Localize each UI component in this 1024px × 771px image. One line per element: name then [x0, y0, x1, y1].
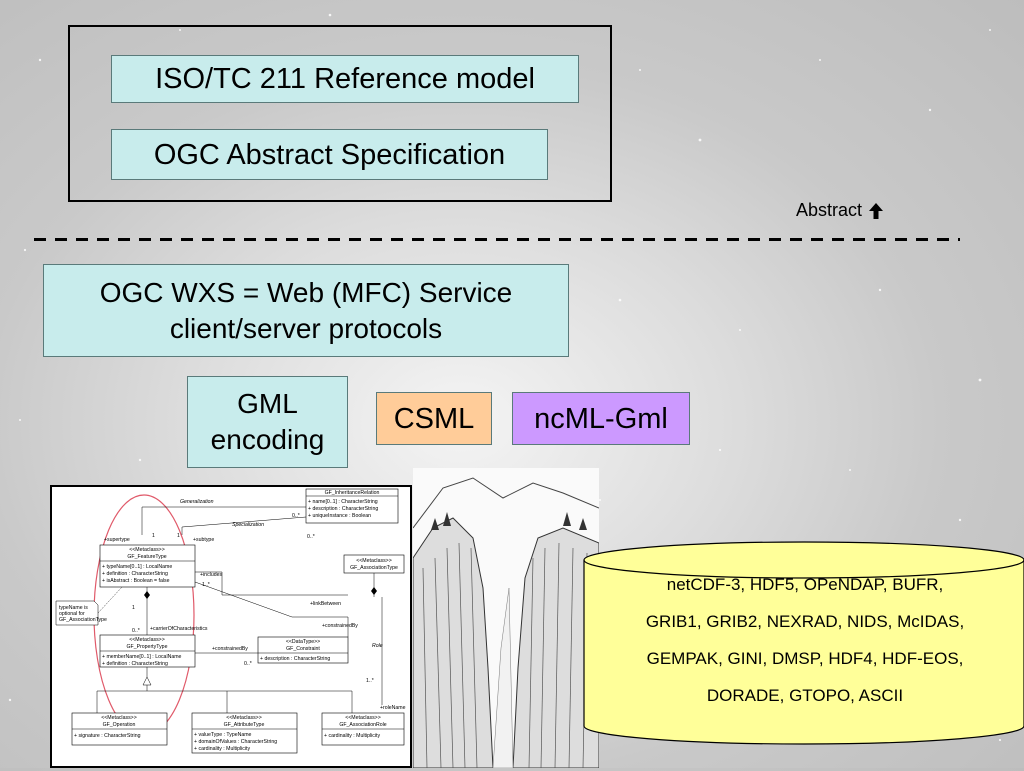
- csml-box: CSML: [376, 392, 492, 445]
- abstraction-divider: [34, 238, 960, 241]
- ar-attr-1: + cardinality : Multiplicity: [324, 733, 380, 739]
- mult-1c: 1: [132, 605, 135, 611]
- formats-line-3: GEMPAK, GINI, DMSP, HDF4, HDF-EOS,: [646, 649, 964, 668]
- generalization-label: Generalization: [180, 499, 214, 505]
- constrained-by-a: +constrainedBy: [322, 623, 358, 629]
- constraint-attr-1: + description : CharacterString: [260, 656, 330, 662]
- constrained-by-b: +constrainedBy: [212, 646, 248, 652]
- role-name-label: +roleName: [380, 705, 406, 711]
- data-formats-text: netCDF-3, HDF5, OPeNDAP, BUFR, GRIB1, GR…: [582, 550, 1024, 730]
- op-title: GF_Operation: [103, 722, 136, 728]
- mult-0n-c: 0..*: [132, 628, 140, 634]
- includes-label: +includes: [200, 572, 222, 578]
- ogc-abstract-spec-box: OGC Abstract Specification: [111, 129, 548, 180]
- uml-note: typeName is optional for GF_AssociationT…: [55, 600, 107, 626]
- feature-attr-2: + definition : CharacterString: [102, 571, 168, 577]
- highlight-ellipse: [93, 494, 195, 736]
- ar-title: GF_AssociationRole: [339, 722, 386, 728]
- mult-1a: 1: [152, 533, 155, 539]
- uml-diagram-drawing: GF_InheritanceRelation + name[0..1] : Ch…: [55, 488, 406, 754]
- gml-line-1: GML: [237, 388, 298, 419]
- csml-label: CSML: [393, 402, 475, 435]
- inheritance-attr-2: + description : CharacterString: [308, 506, 378, 512]
- abstract-indicator: Abstract: [796, 200, 884, 221]
- carrier-label: +carrierOfCharacteristics: [150, 626, 208, 632]
- uml-class-property-type: <<Metaclass>> GF_PropertyType + memberNa…: [99, 634, 196, 668]
- prop-attr-2: + definition : CharacterString: [102, 661, 168, 667]
- subtype-label: +subtype: [193, 537, 214, 543]
- mult-0n-d: 0..*: [244, 661, 252, 667]
- supertype-label: +supertype: [104, 537, 130, 543]
- op-attr-1: + signature : CharacterString: [74, 733, 141, 739]
- feature-title: GF_FeatureType: [127, 554, 166, 560]
- attr-attr-2: + domainOfValues : CharacterString: [194, 739, 277, 745]
- mult-1n: 1..*: [202, 582, 210, 588]
- uml-class-association-role: <<Metaclass>> GF_AssociationRole + cardi…: [321, 712, 405, 746]
- reference-models-frame: [68, 25, 612, 202]
- mult-1b: 1: [177, 533, 180, 539]
- ogc-wxs-box: OGC WXS = Web (MFC) Service client/serve…: [43, 264, 569, 357]
- gml-line-2: encoding: [210, 424, 325, 455]
- note-line-3: GF_AssociationType: [59, 617, 107, 623]
- attr-attr-3: + cardinality : Multiplicity: [194, 746, 250, 752]
- inheritance-attr-1: + name[0..1] : CharacterString: [308, 499, 378, 505]
- attr-stereotype: <<Metaclass>>: [226, 715, 261, 721]
- attr-title: GF_AttributeType: [224, 722, 265, 728]
- mult-0n-b: 0..*: [307, 534, 315, 540]
- inheritance-title: GF_InheritanceRelation: [325, 490, 380, 496]
- mult-0n-a: 0..*: [292, 513, 300, 519]
- wxs-line-2: client/server protocols: [169, 312, 443, 344]
- note-line-2: optional for: [59, 611, 85, 617]
- ncml-gml-box: ncML-Gml: [512, 392, 690, 445]
- wxs-line-1: OGC WXS = Web (MFC) Service: [99, 276, 513, 308]
- assoc-stereotype: <<Metaclass>>: [356, 558, 391, 564]
- constraint-title: GF_Constraint: [286, 646, 320, 652]
- mult-1n-b: 1..*: [366, 678, 374, 684]
- specialization-label: Specialization: [232, 522, 264, 528]
- uml-class-association-type: <<Metaclass>> GF_AssociationType: [343, 554, 405, 574]
- abstract-label: Abstract: [796, 200, 863, 220]
- assoc-title: GF_AssociationType: [350, 565, 398, 571]
- data-formats-cylinder: [583, 541, 1024, 745]
- prop-title: GF_PropertyType: [127, 644, 168, 650]
- up-arrow-icon: [869, 202, 884, 219]
- constraint-stereotype: <<DataType>>: [286, 639, 320, 645]
- link-between-label: +linkBetween: [310, 601, 341, 607]
- ogc-abstract-spec-label: OGC Abstract Specification: [153, 138, 506, 171]
- ar-stereotype: <<Metaclass>>: [345, 715, 380, 721]
- uml-class-operation: <<Metaclass>> GF_Operation + signature :…: [71, 712, 168, 746]
- uml-class-feature-type: <<Metaclass>> GF_FeatureType + typeName[…: [99, 544, 196, 588]
- formats-line-1: netCDF-3, HDF5, OPeNDAP, BUFR,: [666, 575, 944, 594]
- role-label: Role: [372, 643, 383, 649]
- uml-class-attribute-type: <<Metaclass>> GF_AttributeType + valueTy…: [191, 712, 298, 754]
- prop-stereotype: <<Metaclass>>: [129, 637, 164, 643]
- prop-attr-1: + memberName[0..1] : LocalName: [102, 654, 182, 660]
- note-line-1: typeName is: [59, 605, 88, 611]
- uml-class-constraint: <<DataType>> GF_Constraint + description…: [257, 636, 349, 664]
- uml-class-inheritance-relation: GF_InheritanceRelation + name[0..1] : Ch…: [305, 488, 399, 524]
- formats-line-2: GRIB1, GRIB2, NEXRAD, NIDS, McIDAS,: [645, 612, 965, 631]
- canyon-sketch-image: [413, 468, 599, 768]
- formats-line-4: DORADE, GTOPO, ASCII: [706, 686, 904, 705]
- ncml-gml-label: ncML-Gml: [534, 402, 668, 435]
- op-stereotype: <<Metaclass>>: [101, 715, 136, 721]
- uml-general-feature-model: GF_InheritanceRelation + name[0..1] : Ch…: [50, 485, 412, 768]
- feature-stereotype: <<Metaclass>>: [129, 547, 164, 553]
- feature-attr-1: + typeName[0..1] : LocalName: [102, 564, 172, 570]
- gml-encoding-box: GML encoding: [187, 376, 348, 468]
- inheritance-attr-3: + uniqueInstance : Boolean: [308, 513, 371, 519]
- iso-reference-model-label: ISO/TC 211 Reference model: [155, 63, 535, 95]
- attr-attr-1: + valueType : TypeName: [194, 732, 252, 738]
- iso-reference-model-box: ISO/TC 211 Reference model: [111, 55, 579, 103]
- feature-attr-3: + isAbstract : Boolean = false: [102, 578, 170, 584]
